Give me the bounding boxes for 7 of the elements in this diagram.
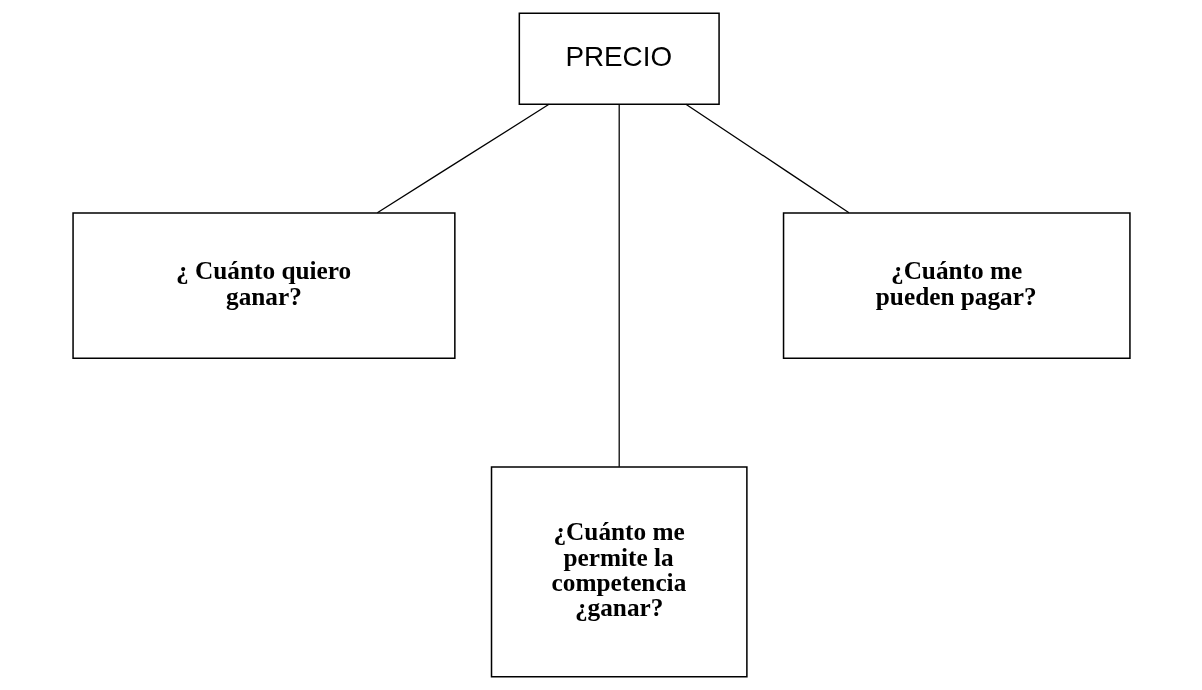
connector	[684, 103, 850, 214]
node-box: ¿Cuánto me permite la competencia ¿ganar?	[490, 466, 748, 678]
node-box: ¿Cuánto me pueden pagar?	[782, 212, 1131, 360]
connector	[376, 103, 550, 214]
connector	[618, 103, 620, 468]
node-box: ¿ Cuánto quiero ganar?	[71, 212, 456, 360]
node-box: PRECIO	[518, 12, 720, 105]
